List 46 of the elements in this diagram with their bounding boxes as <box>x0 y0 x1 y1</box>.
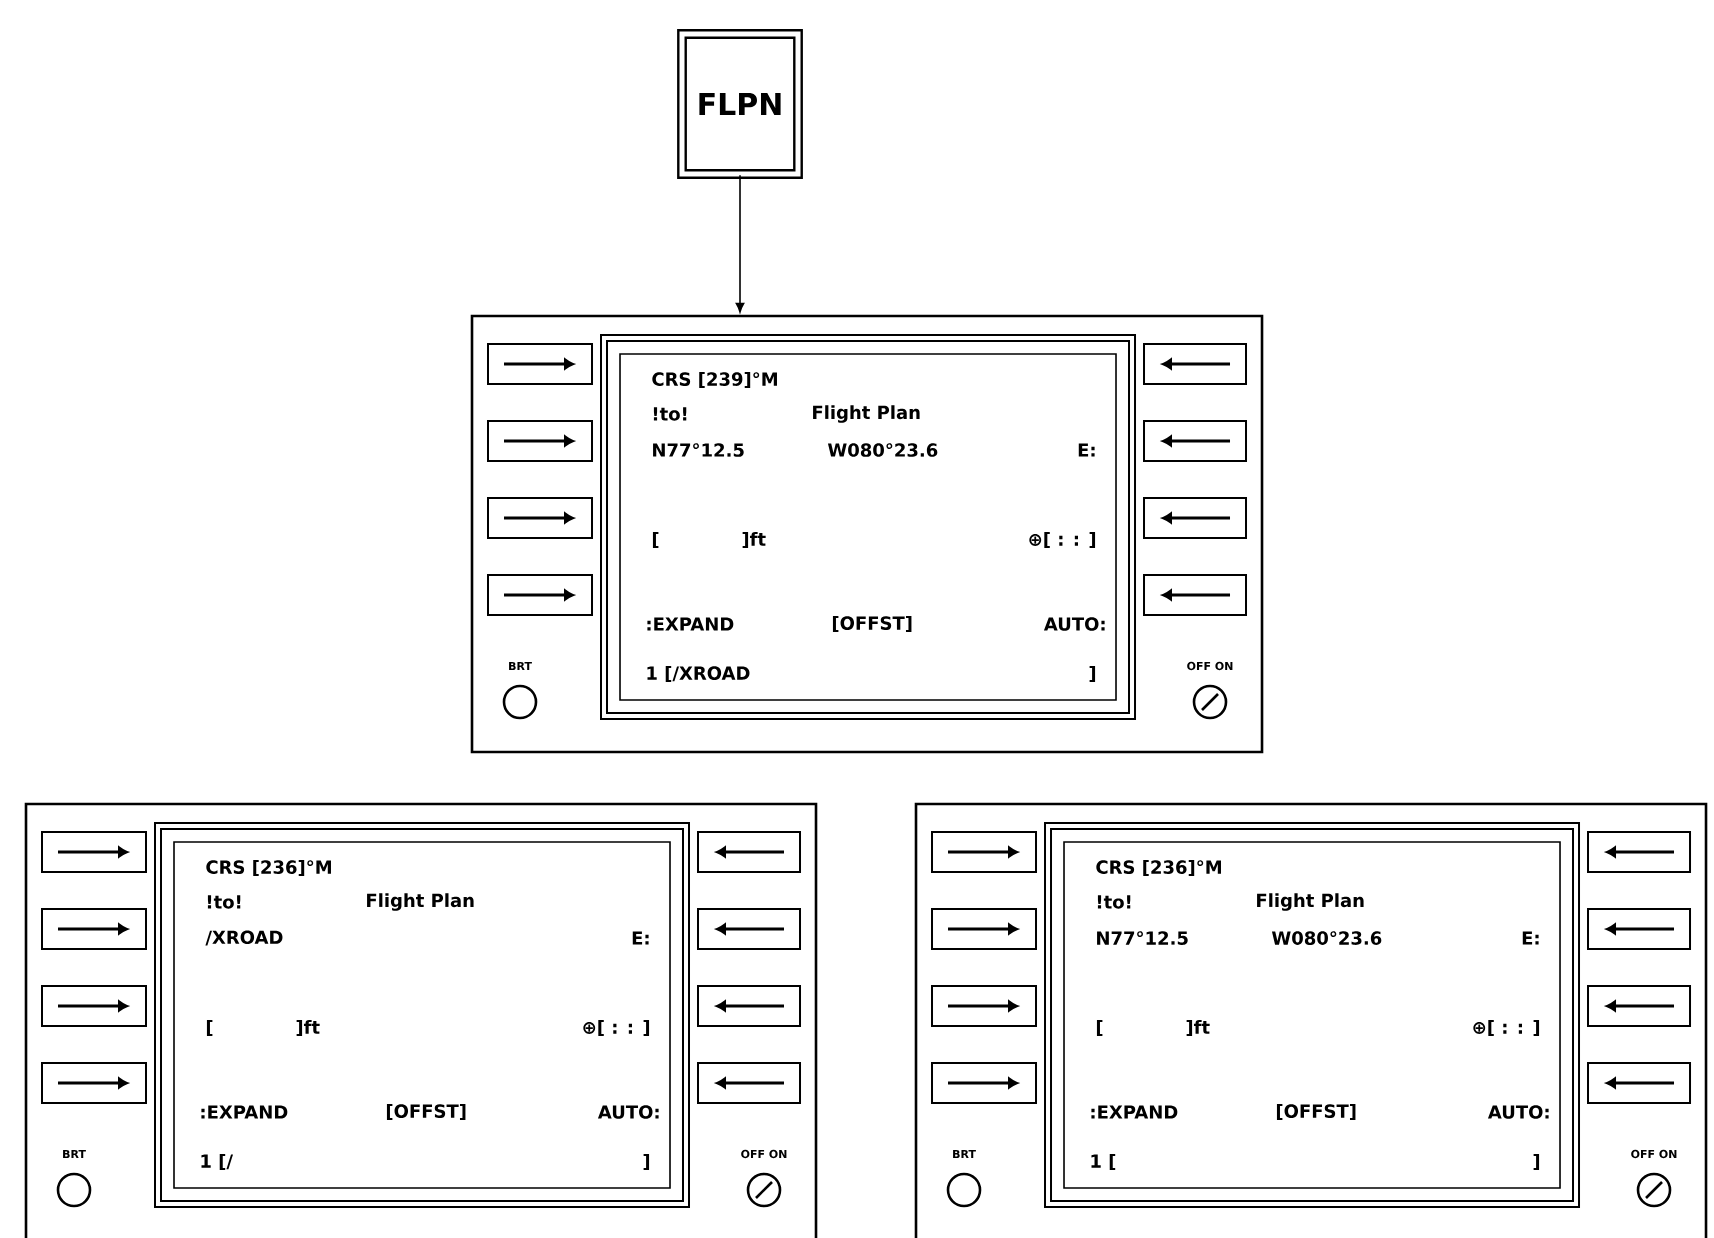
screen-text: E: <box>1522 931 1539 945</box>
screen-text: W080°23.6 <box>1271 931 1382 945</box>
screen-text: Flight Plan <box>1257 893 1364 911</box>
screen-text: :EXPAND <box>201 1105 288 1119</box>
screen-text: N77°12.5 <box>1097 931 1188 945</box>
screen-text: ] <box>643 1154 650 1171</box>
display-unit <box>470 314 1264 754</box>
screen-text: [OFFST] <box>832 616 912 633</box>
screen-text: ⊕[ : : ] <box>583 1020 650 1037</box>
screen-text: W080°23.6 <box>827 443 938 457</box>
screen-text: ⊕[ : : ] <box>1473 1020 1540 1037</box>
screen-text: Flight Plan <box>813 405 920 423</box>
screen-text: [ <box>1096 1020 1103 1037</box>
screen-text: [ <box>206 1020 213 1037</box>
screen-text: AUTO: <box>1487 1105 1549 1119</box>
screen-text: ]ft <box>296 1020 320 1037</box>
screen-text: CRS [236]°M <box>206 860 331 877</box>
screen-text: [OFFST] <box>386 1104 466 1121</box>
display-unit <box>24 802 818 1238</box>
screen-text: ]ft <box>742 532 766 549</box>
screen-text: AUTO: <box>597 1105 659 1119</box>
screen-text: ⊕[ : : ] <box>1029 532 1096 549</box>
screen-text: E: <box>632 931 649 945</box>
screen-text: 1 [/XROAD <box>647 666 750 683</box>
screen-text: 1 [ <box>1091 1154 1116 1171</box>
screen-text: !to! <box>207 895 241 909</box>
key-box: FLPN <box>677 29 803 179</box>
screen-text: :EXPAND <box>647 617 734 631</box>
screen-text: CRS [239]°M <box>652 372 777 389</box>
screen-text: ] <box>1089 666 1096 683</box>
screen-text: !to! <box>653 407 687 421</box>
arrow <box>735 174 745 313</box>
screen-text: E: <box>1078 443 1095 457</box>
screen-text: N77°12.5 <box>653 443 744 457</box>
screen-text: :EXPAND <box>1091 1105 1178 1119</box>
screen-text: [OFFST] <box>1276 1104 1356 1121</box>
display-unit <box>914 802 1708 1238</box>
screen-text: 1 [/ <box>201 1154 233 1171</box>
screen-text: ] <box>1533 1154 1540 1171</box>
screen-text: /XROAD <box>205 930 283 946</box>
screen-text: AUTO: <box>1043 617 1105 631</box>
screen-text: Flight Plan <box>367 893 474 911</box>
screen-text: [ <box>652 532 659 549</box>
screen-text: !to! <box>1097 895 1131 909</box>
screen-text: ]ft <box>1186 1020 1210 1037</box>
screen-text: CRS [236]°M <box>1096 860 1221 877</box>
